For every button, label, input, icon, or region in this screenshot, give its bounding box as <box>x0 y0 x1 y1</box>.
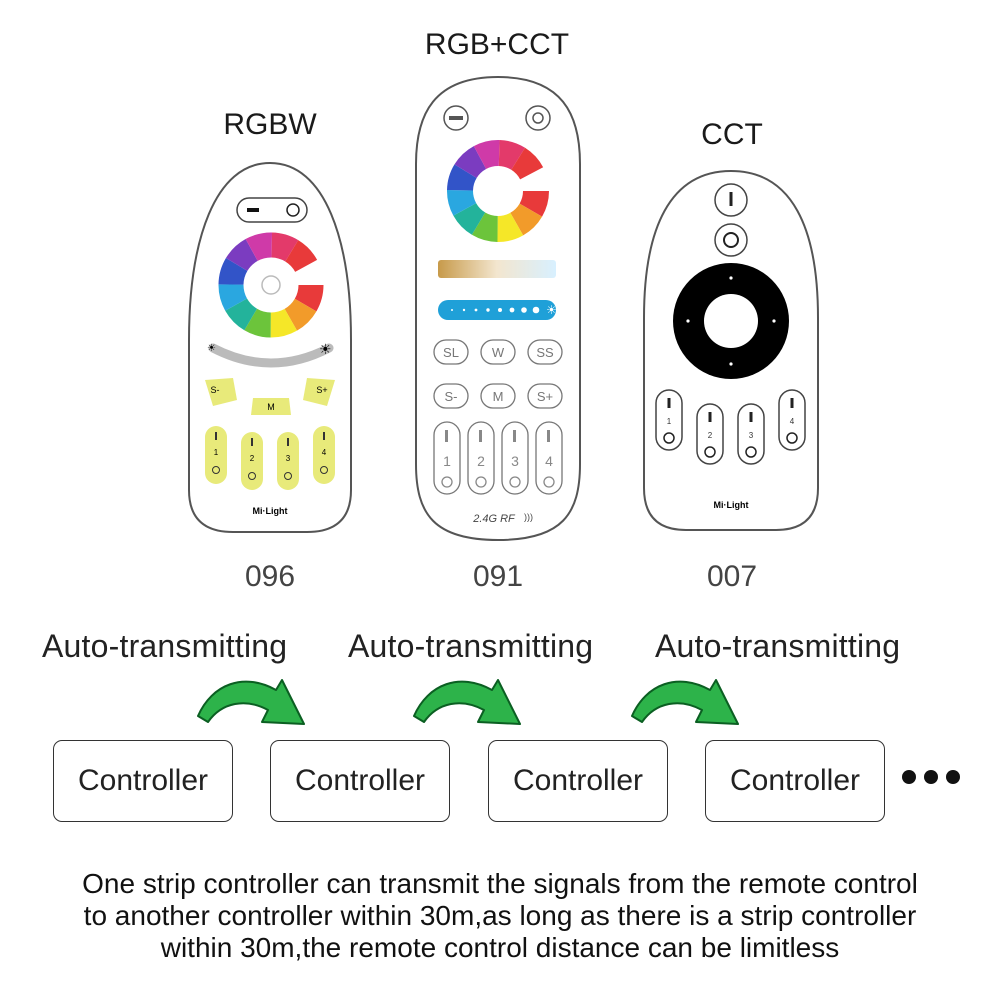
svg-text:2: 2 <box>250 454 255 463</box>
power-switch <box>236 197 308 223</box>
svg-text:4: 4 <box>790 417 795 426</box>
rgbcct-mode-row-1: SL W SS <box>433 339 563 365</box>
svg-text:4: 4 <box>545 453 553 469</box>
rgbcct-zone-buttons: 1 2 3 4 <box>433 421 563 495</box>
remote-007-cct: 1 2 3 4 Mi·Light <box>643 169 819 531</box>
model-096: 096 <box>244 560 296 593</box>
caption-line-2: to another controller within 30m,as long… <box>83 900 917 931</box>
svg-text:2: 2 <box>477 453 485 469</box>
auto-transmitting-label-1: Auto-transmitting <box>42 628 288 664</box>
model-007: 007 <box>706 560 758 593</box>
controller-box-3: Controller <box>488 740 668 822</box>
svg-text:S-: S- <box>445 389 458 404</box>
auto-transmitting-label-3: Auto-transmitting <box>655 628 901 664</box>
remote-type-rgbcct: RGB+CCT <box>424 28 570 61</box>
curved-arrow-icon <box>197 679 305 725</box>
svg-text:1: 1 <box>443 453 451 469</box>
curved-arrow-icon <box>631 679 739 725</box>
transmission-arrows <box>197 679 739 725</box>
svg-text:S+: S+ <box>537 389 553 404</box>
svg-text:))): ))) <box>524 512 533 522</box>
caption-line-1: One strip controller can transmit the si… <box>82 868 918 899</box>
cct-zone-buttons: 1 2 3 4 <box>655 389 806 465</box>
remote-096-rgbw: ☀ ☀ S- M S+ 1 2 3 4 Mi·Light <box>188 161 352 533</box>
svg-text:3: 3 <box>749 431 754 440</box>
model-091: 091 <box>472 560 524 593</box>
rgbcct-color-wheel <box>447 140 549 242</box>
svg-text:4: 4 <box>322 448 327 457</box>
svg-text:SS: SS <box>536 345 554 360</box>
svg-text:3: 3 <box>286 454 291 463</box>
svg-text:☀: ☀ <box>546 303 557 317</box>
rgbw-zone-buttons: 1 2 3 4 <box>205 426 335 490</box>
svg-text:S-: S- <box>211 385 220 395</box>
svg-text:2.4G RF: 2.4G RF <box>472 513 516 525</box>
controller-box-2: Controller <box>270 740 450 822</box>
auto-transmitting-label-2: Auto-transmitting <box>348 628 594 664</box>
remote-type-cct: CCT <box>701 118 763 151</box>
svg-text:☀: ☀ <box>319 341 332 357</box>
svg-text:1: 1 <box>214 448 219 457</box>
svg-text:☀: ☀ <box>207 343 216 354</box>
svg-text:1: 1 <box>667 417 672 426</box>
svg-text:Mi·Light: Mi·Light <box>714 500 749 510</box>
caption: One strip controller can transmit the si… <box>0 868 1000 964</box>
controller-box-4: Controller <box>705 740 885 822</box>
svg-text:M: M <box>493 389 504 404</box>
curved-arrow-icon <box>413 679 521 725</box>
controller-box-1: Controller <box>53 740 233 822</box>
ellipsis-icon <box>902 770 960 784</box>
svg-text:3: 3 <box>511 453 519 469</box>
cct-ring-dial <box>673 263 789 379</box>
svg-text:S+: S+ <box>316 385 327 395</box>
caption-line-3: within 30m,the remote control distance c… <box>160 932 840 963</box>
svg-text:W: W <box>492 345 505 360</box>
remote-091-rgbcct: ☀ SL W SS S- M S+ 1 2 3 4 2.4G RF ))) <box>415 75 581 542</box>
rgbcct-mode-row-2: S- M S+ <box>433 383 563 409</box>
rgbw-color-wheel <box>218 232 324 338</box>
svg-text:M: M <box>267 402 275 412</box>
svg-text:2: 2 <box>708 431 713 440</box>
cct-strip <box>438 260 556 278</box>
brightness-strip <box>438 300 556 320</box>
remote-type-rgbw: RGBW <box>223 108 317 141</box>
svg-text:SL: SL <box>443 345 459 360</box>
brightness-slider <box>208 343 334 368</box>
svg-text:Mi·Light: Mi·Light <box>253 506 288 516</box>
